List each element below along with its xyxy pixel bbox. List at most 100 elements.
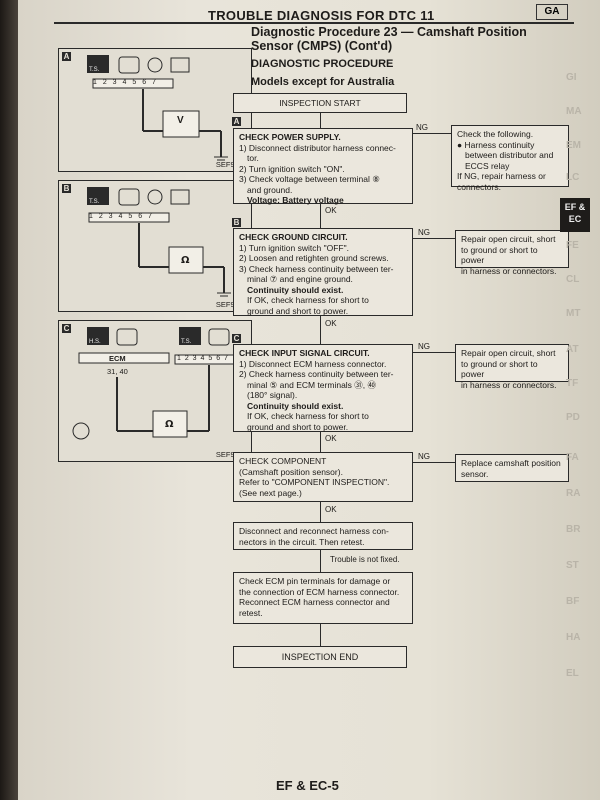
svg-text:V: V	[177, 115, 184, 126]
pin-numbers: 1 2 3 4 5 6 7	[89, 213, 154, 220]
step-line: If OK, check harness for short to	[247, 411, 369, 421]
diagram-panel-c: C H.S. T.S. Ω ECM 31, 40 1 2 3 4 5 6 7 S…	[58, 320, 252, 462]
inspection-start-box: INSPECTION START	[233, 93, 407, 113]
connector-icon	[116, 328, 138, 346]
svg-text:Ω: Ω	[181, 255, 190, 266]
page-number: EF & EC-5	[276, 778, 339, 793]
ng-line: in harness or connectors.	[461, 379, 557, 390]
step-line: the connection of ECM harness connector.	[239, 586, 400, 597]
trouble-not-fixed-label: Trouble is not fixed.	[330, 555, 400, 564]
side-tab-active: EF & EC	[560, 198, 590, 232]
step-line: If OK, check harness for short to	[247, 295, 369, 305]
diagram-panel-b: B T.S. Ω 1 2 3 4 5 6 7 SEF965V	[58, 180, 252, 312]
step-marker-c: C	[232, 334, 241, 343]
side-tab: MT	[566, 308, 581, 319]
ecm-pins: 31, 40	[107, 367, 128, 376]
ng-label: NG	[416, 123, 428, 132]
plug-icon	[170, 189, 190, 205]
step-line: (See next page.)	[239, 487, 302, 498]
side-tab: ST	[566, 560, 579, 571]
side-tab: TF	[566, 378, 579, 389]
step-line: nectors in the circuit. Then retest.	[239, 536, 365, 547]
step-line: Disconnect and reconnect harness con-	[239, 526, 389, 536]
step-line: tor.	[247, 153, 259, 163]
ng-line: Repair open circuit, short	[461, 348, 556, 358]
connector-icon	[118, 56, 140, 74]
ecm-connector	[78, 352, 170, 364]
step-line: 3) Check harness continuity between ter-	[239, 263, 394, 274]
flow-connector	[320, 550, 321, 572]
ng-action-a: Check the following. ● Harness continuit…	[451, 125, 569, 192]
ng-line: ● Harness continuity	[457, 139, 535, 150]
side-tab: LC	[566, 172, 580, 183]
connector-icon	[118, 188, 140, 206]
ng-line: between distributor and	[465, 150, 554, 160]
hood-switch-icon	[87, 327, 109, 345]
reconnect-harness-box: Disconnect and reconnect harness con- ne…	[233, 522, 413, 550]
ng-label: NG	[418, 228, 430, 237]
ng-line: If NG, repair harness or	[457, 171, 546, 181]
book-binding	[0, 0, 18, 800]
ng-action-c: Repair open circuit, short to ground or …	[455, 344, 569, 390]
step-marker-b: B	[232, 218, 241, 227]
side-tab: EL	[566, 668, 579, 679]
signal-check-diagram: H.S. T.S. Ω	[72, 327, 246, 440]
ng-action-b: Repair open circuit, short to ground or …	[455, 230, 569, 276]
panel-marker: A	[62, 52, 71, 61]
step-line: 1) Disconnect ECM harness connector.	[239, 358, 387, 369]
side-tab: RA	[566, 488, 581, 499]
distributor-icon	[72, 422, 90, 440]
pin-numbers: 1 2 3 4 5 6 7	[177, 355, 229, 362]
ng-action-d: Replace camshaft position sensor.	[455, 454, 569, 482]
ecm-label: ECM	[109, 354, 126, 363]
step-line: 3) Check voltage between terminal ⑧	[239, 174, 380, 184]
manual-page: TROUBLE DIAGNOSIS FOR DTC 11 GA Diagnost…	[18, 0, 600, 800]
voltage-check-diagram: T.S. V	[87, 55, 228, 161]
ok-label: OK	[325, 505, 337, 514]
step-line: 2) Turn ignition switch "ON".	[239, 163, 345, 174]
flow-connector	[320, 316, 321, 344]
side-tab: FE	[566, 240, 579, 251]
panel-marker: B	[62, 184, 71, 193]
side-tab: BR	[566, 524, 581, 535]
step-heading: CHECK INPUT SIGNAL CIRCUIT.	[239, 348, 370, 358]
step-line: 1) Turn ignition switch "OFF".	[239, 242, 349, 253]
figure-ref: SEF965V	[215, 300, 248, 309]
step-line: 2) Check harness continuity between ter-	[239, 369, 394, 379]
step-line: minal ⑦ and engine ground.	[247, 274, 353, 284]
step-heading: CHECK POWER SUPPLY.	[239, 132, 341, 142]
pin-strip	[92, 78, 174, 89]
step-line: ground and short to power.	[247, 305, 349, 316]
ohmmeter-icon	[152, 410, 188, 438]
ng-line: sensor.	[461, 468, 489, 479]
step-line: Reconnect ECM harness connector and	[239, 597, 390, 607]
side-tab: GI	[566, 72, 577, 83]
check-power-supply-box: CHECK POWER SUPPLY. 1) Disconnect distri…	[233, 128, 413, 205]
side-tab: PD	[566, 412, 580, 423]
ng-connector	[413, 462, 455, 463]
ng-line: connectors.	[457, 181, 501, 192]
ng-connector	[413, 133, 451, 134]
check-ground-circuit-box: CHECK GROUND CIRCUIT. 1) Turn ignition s…	[233, 228, 413, 316]
distributor-icon	[147, 57, 163, 73]
ohmmeter-icon	[168, 246, 204, 274]
step-line: (180° signal).	[247, 390, 298, 400]
models-note: Models except for Australia	[251, 76, 395, 88]
check-ecm-pins-box: Check ECM pin terminals for damage or th…	[233, 572, 413, 624]
ok-label: OK	[325, 206, 337, 215]
step-line: 1) Disconnect distributor harness connec…	[239, 142, 396, 153]
step-line: (Camshaft position sensor).	[239, 466, 343, 477]
svg-text:H.S.: H.S.	[89, 339, 101, 345]
svg-text:T.S.: T.S.	[89, 67, 100, 73]
ng-line: Check the following.	[457, 129, 534, 139]
step-line: ground and short to power.	[247, 421, 349, 432]
section-title: DIAGNOSTIC PROCEDURE	[251, 58, 394, 70]
ng-label: NG	[418, 342, 430, 351]
ng-line: to ground or short to power	[461, 358, 538, 380]
step-line: retest.	[239, 607, 263, 618]
ignition-switch-icon	[179, 327, 201, 345]
distributor-icon	[147, 189, 163, 205]
side-tab: HA	[566, 632, 581, 643]
ng-label: NG	[418, 452, 430, 461]
flow-connector	[320, 204, 321, 228]
